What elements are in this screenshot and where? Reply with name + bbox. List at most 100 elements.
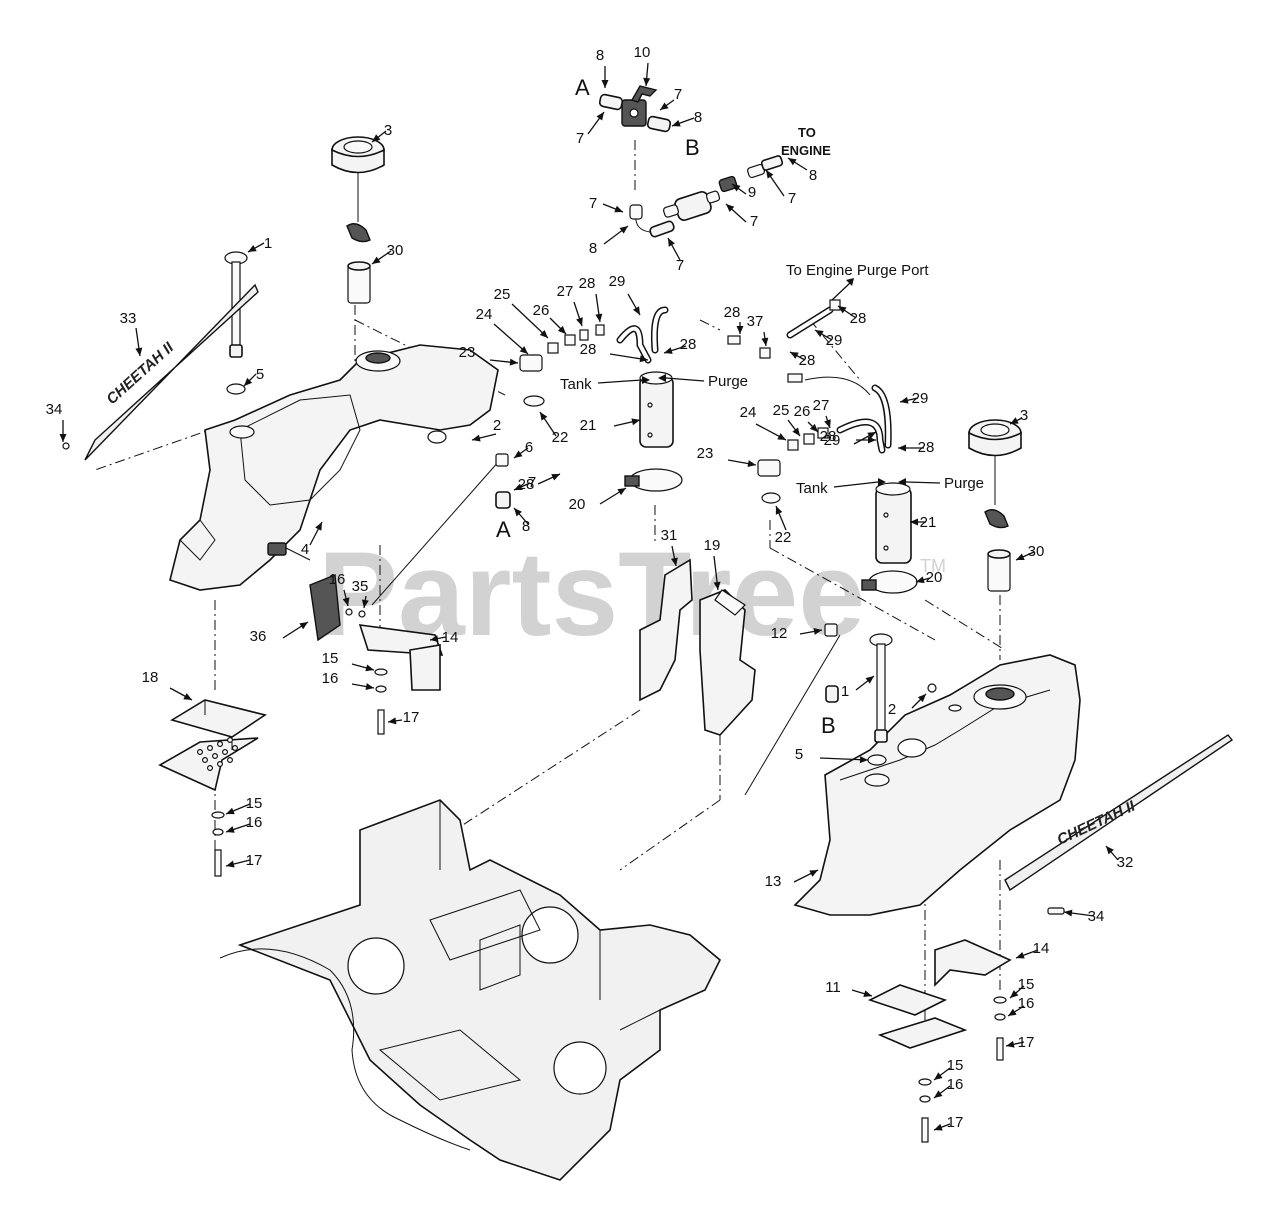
callout-number: 15 [322, 650, 339, 667]
callout-10: 10 [634, 44, 650, 87]
callout-number: 29 [826, 332, 843, 349]
bracket-19 [699, 589, 756, 736]
callout-16: 16 [322, 670, 375, 691]
callout-number: 15 [1018, 976, 1035, 993]
callout-arrowhead [917, 694, 926, 703]
callout-17: 17 [225, 852, 262, 869]
callout-arrowhead [792, 427, 800, 436]
callout-number: 23 [697, 445, 714, 462]
callout-arrowhead [934, 1072, 943, 1080]
callout-arrowhead [670, 557, 678, 566]
callout-12: 12 [771, 625, 823, 642]
callout-3: 3 [1009, 407, 1028, 425]
callout-number: 17 [947, 1114, 964, 1131]
callout-number: 26 [794, 403, 811, 420]
callout-33: 33 [120, 310, 143, 357]
watermark-trademark: TM [920, 556, 946, 576]
callout-arrowhead [539, 329, 548, 338]
callout-arrowhead [299, 622, 308, 630]
callout-4: 4 [301, 521, 323, 558]
callout-arrowhead [868, 436, 876, 444]
callout-arrowhead [809, 423, 818, 432]
callout-arrowhead [509, 358, 518, 366]
callout-2: 2 [471, 417, 501, 442]
callout-arrowhead [226, 826, 235, 833]
left-purge-hoses [519, 306, 669, 407]
callout-7: 7 [765, 169, 796, 207]
callout-number: 16 [947, 1076, 964, 1093]
callout-number: 8 [596, 47, 604, 64]
callout-arrowhead [898, 444, 906, 452]
callout-13: 13 [765, 869, 819, 890]
callout-arrowhead [660, 102, 669, 110]
callout-number: 8 [809, 167, 817, 184]
right-screw [1047, 907, 1065, 915]
callout-number: 8 [589, 240, 597, 257]
callout-arrowhead [514, 508, 522, 517]
callout-arrowhead [668, 238, 675, 247]
callout-number: 20 [926, 569, 943, 586]
callout-15: 15 [933, 1057, 963, 1081]
callout-arrowhead [1010, 990, 1019, 998]
callout-number: 28 [850, 310, 867, 327]
callout-arrowhead [736, 326, 744, 334]
callout-28: 28 [820, 428, 876, 445]
callout-number: 27 [557, 283, 574, 300]
right-fuel-tank [793, 654, 1081, 916]
callout-number: 28 [820, 428, 837, 445]
callout-number: 29 [609, 273, 626, 290]
callout-number: 7 [576, 130, 584, 147]
callout-number: 1 [841, 683, 849, 700]
callout-21: 21 [910, 514, 936, 531]
callout-17: 17 [387, 709, 419, 726]
callout-9: 9 [731, 183, 756, 201]
fuel-filter-line [629, 155, 784, 238]
callout-arrowhead [342, 597, 350, 606]
callout-number: 14 [1033, 940, 1050, 957]
callout-number: 13 [765, 873, 782, 890]
callout-number: 5 [795, 746, 803, 763]
callout-27: 27 [557, 283, 583, 327]
callout-number: 37 [747, 313, 764, 330]
callout-arrowhead [372, 134, 381, 142]
right-fuel-cap [968, 419, 1022, 529]
callout-14: 14 [429, 629, 458, 646]
callout-number: 36 [250, 628, 267, 645]
callout-number: 8 [694, 109, 702, 126]
callout-arrowhead [672, 119, 681, 127]
left-vent-line [371, 453, 511, 606]
callout-7: 7 [589, 195, 624, 213]
callout-number: 25 [773, 402, 790, 419]
callout-arrowhead [1016, 951, 1025, 959]
right-charcoal-canister [861, 482, 918, 594]
callout-arrowhead [631, 418, 640, 426]
callout-number: 7 [676, 257, 684, 274]
callout-arrowhead [135, 347, 143, 356]
callout-arrowhead [863, 990, 872, 998]
note-purge-right: Purge [944, 475, 984, 492]
callout-arrowhead [372, 256, 381, 264]
callout-number: 29 [824, 432, 841, 449]
callout-29: 29 [609, 273, 641, 316]
callout-29: 29 [824, 431, 877, 449]
callout-arrowhead [183, 693, 192, 700]
callout-arrowhead [617, 488, 626, 496]
callout-34: 34 [46, 401, 67, 442]
callout-arrowhead [244, 377, 253, 386]
callout-number: 30 [387, 242, 404, 259]
callout-1: 1 [841, 675, 875, 700]
note-arrows [597, 278, 941, 488]
callout-arrowhead [934, 1090, 943, 1098]
callout-25: 25 [773, 402, 801, 437]
callout-1: 1 [247, 235, 272, 253]
callout-number: 11 [825, 979, 841, 996]
callout-arrowhead [596, 112, 604, 121]
callout-23: 23 [697, 445, 757, 468]
right-filler-neck [987, 549, 1011, 592]
callout-number: 7 [674, 86, 682, 103]
callout-arrowhead [514, 450, 523, 458]
callout-number: 16 [1018, 995, 1035, 1012]
callout-number: 2 [888, 701, 896, 718]
right-bracket-11 [867, 984, 968, 1049]
bracket-31 [639, 558, 693, 702]
